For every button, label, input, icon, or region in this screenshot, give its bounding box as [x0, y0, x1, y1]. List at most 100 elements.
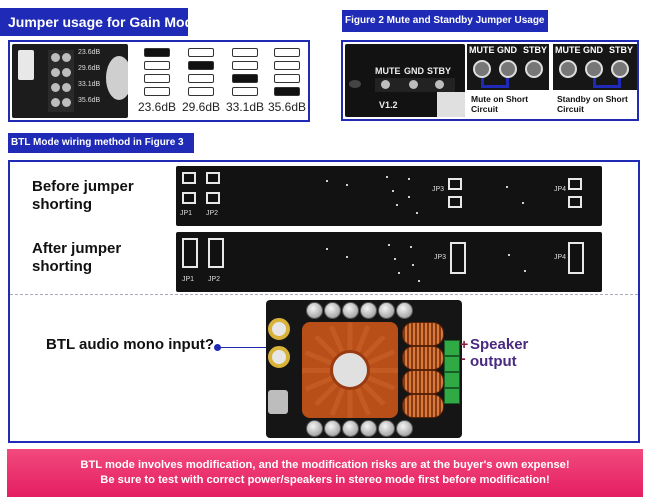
- before-jp3-mark: JP3: [432, 186, 445, 193]
- mute-diagram-caption: Mute on Short Circuit: [471, 94, 529, 114]
- gain-option-23-6db: 23.6dB: [136, 46, 178, 114]
- standby-short-bracket: [593, 78, 621, 88]
- pcb-silk-gnd: GND: [404, 66, 424, 76]
- mute-diagram: MUTE GND STBY Mute on Short Circuit: [467, 44, 549, 117]
- after-jumper-label: After jumper shorting: [32, 240, 122, 275]
- jumper-row-2: [188, 61, 214, 70]
- gain-connector: [18, 50, 34, 80]
- inductor-1: [402, 322, 444, 346]
- before-jumper-label: Before jumper shorting: [32, 178, 134, 213]
- speaker-minus-sign: -: [461, 350, 466, 366]
- jumper-row-2: [274, 61, 300, 70]
- standby-pin-1: [559, 60, 577, 78]
- before-pcb-strip: JP1 JP2 JP3 JP4: [176, 166, 602, 226]
- before-jp1-mark: JP1: [180, 210, 193, 217]
- warning-banner: BTL mode involves modification, and the …: [7, 449, 643, 497]
- standby-diagram-label-stby: STBY: [609, 45, 634, 55]
- btl-panel-title: BTL Mode wiring method in Figure 3: [11, 137, 184, 148]
- inductor-2: [402, 346, 444, 370]
- gain-option-label: 23.6dB: [137, 100, 177, 114]
- rca-jack-bottom: [268, 346, 290, 368]
- gain-pcb-label-4: 35.6dB: [78, 97, 101, 104]
- mute-diagram-label-stby: STBY: [523, 45, 548, 55]
- mute-panel: MUTE GND STBY V1.2 MUTE GND STBY Mute on…: [341, 40, 639, 121]
- after-jp2-mark: JP2: [208, 276, 221, 283]
- mute-short-bracket: [481, 78, 509, 88]
- jumper-row-4: [188, 87, 214, 96]
- mute-pin-1: [473, 60, 491, 78]
- pcb-silk-mute: MUTE: [375, 66, 401, 76]
- speaker-output-label: Speaker output: [470, 336, 529, 370]
- jumper-row-3: [188, 74, 214, 83]
- after-jp1-mark: JP1: [182, 276, 195, 283]
- amp-board: [266, 300, 462, 438]
- jumper-row-2: [232, 61, 258, 70]
- jumper-row-1: [232, 48, 258, 57]
- jumper-row-1: [188, 48, 214, 57]
- standby-pin-3: [611, 60, 629, 78]
- jumper-row-1: [274, 48, 300, 57]
- jumper-row-3: [232, 74, 258, 83]
- gain-option-label: 29.6dB: [181, 100, 221, 114]
- heatsink-center: [330, 350, 370, 390]
- mute-pin-3: [525, 60, 543, 78]
- pcb-header-pins: [375, 78, 455, 92]
- mute-panel-header: Figure 2 Mute and Standby Jumper Usage: [342, 10, 548, 32]
- jumper-row-4: [232, 87, 258, 96]
- after-pcb-strip: JP1 JP2 JP3 JP4: [176, 232, 602, 292]
- jumper-row-3: [144, 74, 170, 83]
- gain-option-33-1db: 33.1dB: [224, 46, 266, 114]
- btl-panel: Before jumper shorting JP1 JP2 JP3 JP4 A…: [8, 160, 640, 443]
- input-pointer-line: [218, 347, 266, 348]
- gain-option-label: 33.1dB: [225, 100, 265, 114]
- volume-knob: [268, 390, 288, 414]
- mute-pin-2: [499, 60, 517, 78]
- gain-pcb-label-3: 33.1dB: [78, 81, 101, 88]
- gain-option-35-6db: 35.6dB: [266, 46, 308, 114]
- speaker-terminal-2: [444, 356, 460, 372]
- standby-diagram-label-gnd: GND: [583, 45, 603, 55]
- standby-diagram-label-mute: MUTE: [555, 45, 581, 55]
- rca-jack-top: [268, 318, 290, 340]
- jumper-row-1: [144, 48, 170, 57]
- gain-capacitor: [106, 56, 128, 100]
- jumper-row-2: [144, 61, 170, 70]
- mute-diagram-label-mute: MUTE: [469, 45, 495, 55]
- input-pointer-dot: [214, 344, 221, 351]
- gain-option-label: 35.6dB: [267, 100, 307, 114]
- jumper-row-4: [144, 87, 170, 96]
- after-jp3-mark: JP3: [434, 254, 447, 261]
- btl-panel-header: BTL Mode wiring method in Figure 3: [8, 133, 194, 153]
- btl-divider: [10, 294, 638, 295]
- speaker-terminal-4: [444, 388, 460, 404]
- jumper-row-4: [274, 87, 300, 96]
- heatsink: [302, 322, 398, 418]
- gain-pcb-label-2: 29.6dB: [78, 65, 101, 72]
- jumper-row-3: [274, 74, 300, 83]
- standby-diagram-caption: Standby on Short Circuit: [557, 94, 628, 114]
- gain-pin-header: [48, 50, 74, 112]
- speaker-plus-sign: +: [460, 336, 469, 352]
- warning-line-2: Be sure to test with correct power/speak…: [100, 474, 550, 486]
- pcb-silk-stby: STBY: [427, 66, 452, 76]
- gain-panel-title: Jumper usage for Gain Mode in: [8, 14, 188, 30]
- gain-pcb-photo: 23.6dB 29.6dB 33.1dB 35.6dB: [12, 44, 128, 118]
- mute-panel-title: Figure 2 Mute and Standby Jumper Usage: [345, 15, 545, 26]
- mute-diagram-label-gnd: GND: [497, 45, 517, 55]
- warning-line-1: BTL mode involves modification, and the …: [80, 459, 570, 471]
- before-jp2-mark: JP2: [206, 210, 219, 217]
- speaker-terminal-3: [444, 372, 460, 388]
- btl-input-label: BTL audio mono input?: [46, 336, 215, 353]
- before-jp4-mark: JP4: [554, 186, 567, 193]
- gain-pcb-label-1: 23.6dB: [78, 49, 101, 56]
- standby-diagram: MUTE GND STBY Standby on Short Circuit: [553, 44, 637, 117]
- gain-panel: 23.6dB 29.6dB 33.1dB 35.6dB 23.6dB 29.6d…: [8, 40, 310, 122]
- inductor-4: [402, 394, 444, 418]
- gain-panel-header: Jumper usage for Gain Mode in: [0, 8, 188, 36]
- pcb-silk-version: V1.2: [379, 100, 398, 110]
- standby-pin-2: [585, 60, 603, 78]
- mute-pcb-photo: MUTE GND STBY V1.2: [345, 44, 465, 117]
- after-jp4-mark: JP4: [554, 254, 567, 261]
- speaker-terminal-1: [444, 340, 460, 356]
- gain-option-29-6db: 29.6dB: [180, 46, 222, 114]
